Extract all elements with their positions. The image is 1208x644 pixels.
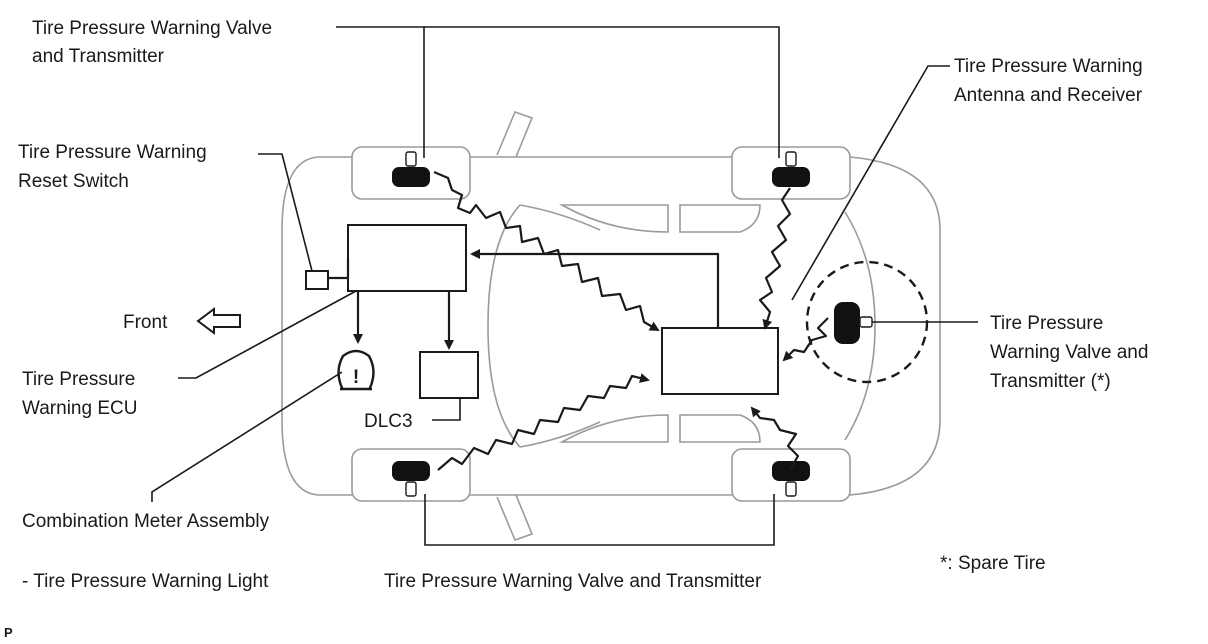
label-combination-meter: Combination Meter Assembly [22,511,270,532]
tire-pressure-warning-light-icon: ! [337,349,375,391]
svg-text:Tire Pressure Warning: Tire Pressure Warning [954,56,1143,77]
wheel-front-left [351,146,471,200]
warning-light-symbol: ! [353,367,359,388]
label-warning-light: - Tire Pressure Warning Light [22,571,269,592]
wheel-front-right [351,448,471,502]
label-spare-valve: Tire Pressure Warning Valve and Transmit… [990,313,1148,392]
svg-text:Tire Pressure: Tire Pressure [22,369,135,390]
receiver-box [661,327,779,395]
front-arrow-icon [196,307,241,335]
label-valve-top: Tire Pressure Warning Valve and Transmit… [32,18,272,67]
svg-text:Warning ECU: Warning ECU [22,398,137,419]
dlc3-box [419,351,479,399]
svg-text:Reset Switch: Reset Switch [18,171,129,192]
svg-text:Tire Pressure Warning Valve: Tire Pressure Warning Valve [32,18,272,39]
corner-mark: P [4,625,13,640]
svg-text:Tire Pressure: Tire Pressure [990,313,1103,334]
wheel-rear-right [731,448,851,502]
svg-text:Warning Valve and: Warning Valve and [990,342,1148,363]
label-ecu: Tire Pressure Warning ECU [22,369,137,419]
label-antenna-receiver: Tire Pressure Warning Antenna and Receiv… [954,56,1143,106]
wheel-rear-left [731,146,851,200]
label-dlc3: DLC3 [364,411,413,432]
reset-switch-box [305,270,329,290]
label-spare-note: *: Spare Tire [940,553,1046,574]
label-reset-switch: Tire Pressure Warning Reset Switch [18,142,207,192]
vehicle-body [281,110,941,542]
svg-text:and Transmitter: and Transmitter [32,46,165,67]
label-front: Front [123,312,168,333]
radio-signals [433,170,829,471]
svg-text:Tire Pressure Warning: Tire Pressure Warning [18,142,207,163]
leader-lines [151,26,978,546]
svg-text:Transmitter (*): Transmitter (*) [990,371,1111,392]
ecu-box [347,224,467,292]
wiring [328,249,720,350]
label-valve-bottom: Tire Pressure Warning Valve and Transmit… [384,571,762,592]
svg-text:Antenna and Receiver: Antenna and Receiver [954,85,1143,106]
